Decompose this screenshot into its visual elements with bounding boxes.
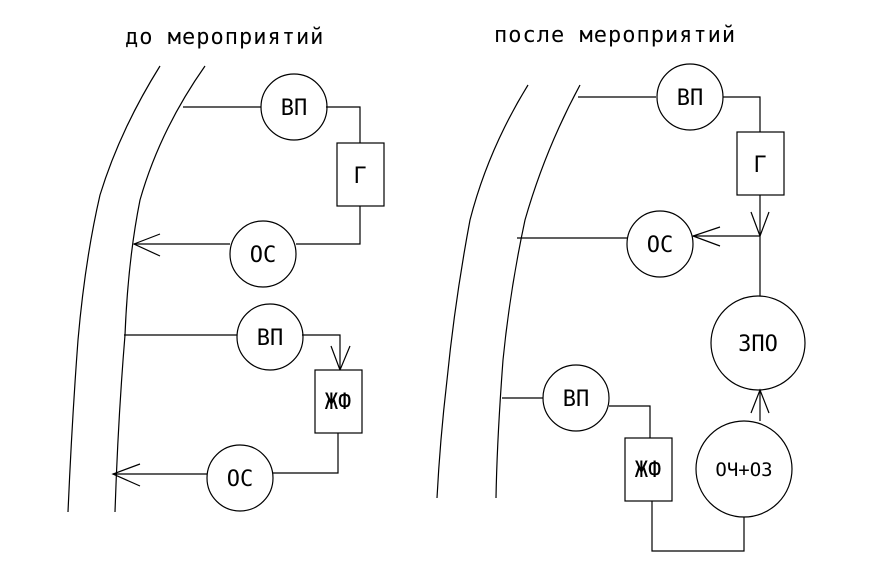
river-bank-right-outer: [436, 84, 529, 499]
title-after: после мероприятий: [494, 23, 736, 48]
right-os-node: [626, 210, 694, 278]
left-os-label-2: ОС: [227, 467, 254, 492]
right-zpo-node: [710, 295, 806, 391]
left-vp-label-1: ВП: [281, 96, 308, 121]
left-vp-to-g-line: [326, 106, 361, 143]
left-g-box: [336, 142, 385, 207]
right-os-label: ОС: [647, 233, 674, 258]
right-junction-to-os-arrow: [691, 226, 721, 247]
left-zhf-label: ЖФ: [325, 390, 352, 415]
right-vp-label-1: ВП: [677, 86, 704, 111]
right-zhf-box: [624, 437, 673, 502]
right-zpo-label: ЗПО: [738, 332, 778, 357]
left-discharge-arrow-1: [132, 233, 161, 257]
right-g-box: [736, 131, 785, 196]
river-bank-right-inner: [495, 84, 581, 499]
right-och-oz-node: [695, 420, 793, 518]
river-bank-left-outer: [67, 65, 161, 513]
left-vp-to-zhf-line: [302, 334, 341, 370]
right-ochoz-to-zpo-arrow: [750, 388, 770, 414]
left-g-to-os-line: [296, 206, 361, 245]
left-vp-node-2: [236, 303, 304, 371]
left-discharge-arrow-2: [111, 463, 141, 487]
right-vp-to-zhf-line: [609, 405, 651, 438]
left-os-label-1: ОС: [250, 243, 277, 268]
right-vp-node-2: [542, 364, 610, 432]
left-os-node-1: [229, 220, 297, 288]
left-zhf-to-os-line: [272, 433, 339, 474]
right-zhf-label: ЖФ: [635, 458, 662, 483]
right-vp-to-g-line: [723, 96, 761, 132]
right-och-oz-label: ОЧ+ОЗ: [715, 459, 772, 481]
right-g-label: Г: [753, 153, 766, 178]
left-vp-label-2: ВП: [257, 326, 284, 351]
right-zhf-to-ochoz-line: [651, 501, 745, 552]
river-bank-left-inner: [114, 65, 206, 513]
left-g-label: Г: [353, 164, 366, 189]
left-os-node-2: [206, 444, 274, 512]
right-vp-label-2: ВП: [563, 387, 590, 412]
title-before: до мероприятий: [125, 25, 324, 50]
